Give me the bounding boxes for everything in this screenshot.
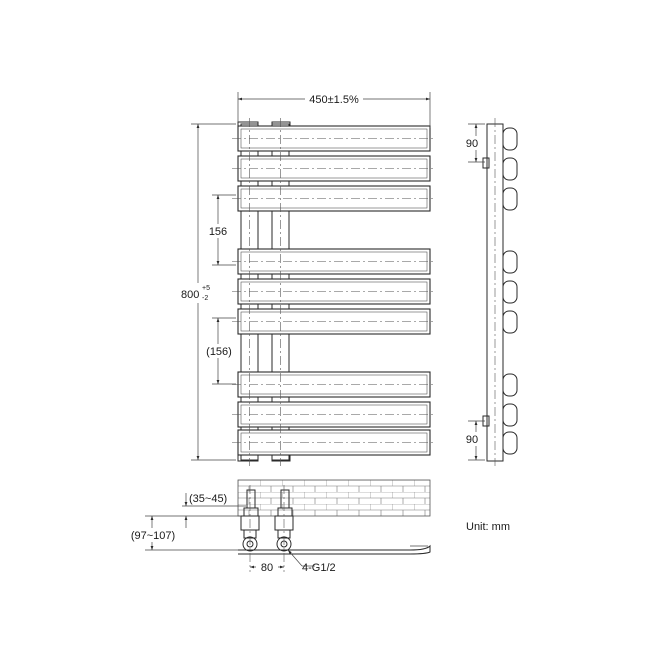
connection-label: 4-G1/2 bbox=[302, 562, 336, 574]
side-rail-profile-8 bbox=[502, 403, 518, 427]
gap-upper-dimension: 156 bbox=[204, 194, 236, 266]
gap-lower-label: (156) bbox=[206, 346, 232, 358]
side-top-label: 90 bbox=[466, 138, 478, 150]
side-rail-profiles bbox=[502, 127, 518, 455]
pipe-centers-label: 80 bbox=[261, 562, 273, 574]
width-dimension: 450±1.5% bbox=[237, 91, 431, 128]
side-bottom-label: 90 bbox=[466, 434, 478, 446]
side-rail-profile-7 bbox=[502, 373, 518, 397]
connection-callout: 4-G1/2 bbox=[287, 549, 336, 574]
width-label: 450±1.5% bbox=[309, 94, 359, 106]
side-bottom-dimension: 90 bbox=[461, 420, 485, 461]
floor-offset-dimension: (97~107) bbox=[127, 515, 238, 551]
pipe-centers-dimension: 80 bbox=[250, 561, 284, 574]
wall-offset-dimension: (35~45) bbox=[182, 493, 246, 528]
side-view: 90 90 bbox=[461, 118, 518, 466]
gap-upper-label: 156 bbox=[209, 226, 227, 238]
height-tol-lower: -2 bbox=[202, 295, 208, 302]
left-valve bbox=[240, 485, 260, 572]
side-top-dimension: 90 bbox=[461, 123, 485, 163]
height-label: 800 bbox=[181, 289, 199, 301]
wall-offset-label: (35~45) bbox=[189, 493, 227, 505]
side-rail-profile-1 bbox=[502, 127, 518, 151]
side-rail-profile-3 bbox=[502, 187, 518, 211]
height-dimension: 800 +5 -2 bbox=[178, 123, 236, 461]
floor-offset-label: (97~107) bbox=[131, 530, 175, 542]
bottom-view: (35~45) (97~107) 80 4-G1/2 bbox=[127, 479, 431, 574]
side-rail-profile-2 bbox=[502, 157, 518, 181]
height-tol-upper: +5 bbox=[202, 285, 210, 292]
side-rail-profile-9 bbox=[502, 431, 518, 455]
side-rail-profile-4 bbox=[502, 250, 518, 274]
side-rail-profile-5 bbox=[502, 280, 518, 304]
front-view: 450±1.5% 800 +5 -2 156 (156) bbox=[178, 91, 436, 466]
gap-lower-dimension: (156) bbox=[202, 317, 236, 385]
side-rail-profile-6 bbox=[502, 310, 518, 334]
brick-wall bbox=[237, 479, 431, 517]
horizontal-rails bbox=[232, 125, 436, 456]
right-valve bbox=[274, 485, 294, 572]
unit-label: Unit: mm bbox=[466, 521, 510, 533]
